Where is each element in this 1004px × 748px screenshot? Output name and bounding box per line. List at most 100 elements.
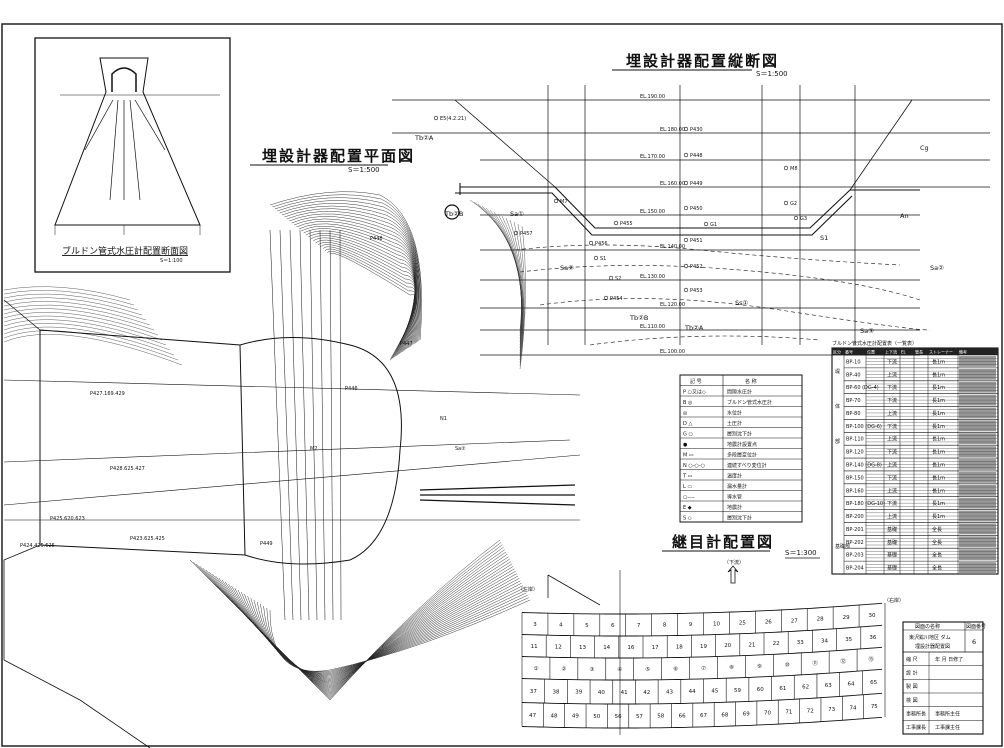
contour-line bbox=[3, 334, 183, 366]
instrument-marker-icon bbox=[783, 200, 789, 206]
joint-block-number: 63 bbox=[825, 683, 832, 689]
joint-block-number: 44 bbox=[689, 689, 696, 695]
table-cell-position: 上流 bbox=[887, 371, 897, 378]
table-cell-position: 上流 bbox=[887, 462, 897, 469]
table-group-label: 堤 bbox=[835, 368, 840, 375]
plan-label: P427.169.429 bbox=[90, 391, 125, 397]
stratum-label: Tb②A bbox=[414, 134, 434, 142]
contour-line bbox=[263, 594, 528, 673]
joint-block-number: 62 bbox=[802, 685, 809, 691]
joint-block-number: 57 bbox=[636, 714, 643, 720]
stratum-label: Tb②B bbox=[444, 210, 463, 218]
instrument-label: P449 bbox=[690, 181, 703, 187]
contour-line bbox=[3, 319, 167, 346]
legend-name: 導水管 bbox=[727, 494, 742, 501]
instrument-marker-icon bbox=[683, 205, 689, 211]
contour-line bbox=[225, 566, 514, 688]
title-name-label: 図面の名称 bbox=[915, 623, 940, 630]
table-caption: ブルドン管式水圧計配置表（一覧表） bbox=[832, 340, 917, 347]
downstream-label: （下流） bbox=[724, 559, 744, 566]
legend-symbol: N ○-○-○ bbox=[683, 463, 705, 469]
contour-line bbox=[489, 209, 523, 346]
contour-line bbox=[269, 191, 422, 341]
joint-block-number: 68 bbox=[721, 712, 728, 718]
contour-line bbox=[473, 201, 522, 334]
instrument-label: S1 bbox=[600, 256, 606, 262]
contour-line bbox=[509, 219, 524, 361]
contour-line bbox=[513, 221, 525, 364]
legend-symbol: D △ bbox=[683, 421, 692, 427]
legend-symbol: L ▭ bbox=[683, 484, 692, 490]
table-header-bar bbox=[832, 348, 998, 355]
joint-block-number: 59 bbox=[734, 688, 741, 694]
plan-label: Sa② bbox=[455, 446, 466, 452]
dam-axis-line bbox=[319, 229, 326, 621]
contour-line bbox=[3, 312, 159, 336]
contour-line bbox=[260, 592, 527, 674]
table-cell-remarks bbox=[959, 394, 996, 406]
legend-name: 層別沈下計 bbox=[727, 431, 752, 438]
contour-line bbox=[3, 326, 175, 356]
joint-block-number: 34 bbox=[821, 638, 828, 644]
dam-axis-line bbox=[339, 229, 342, 621]
joint-block-number: 30 bbox=[869, 613, 876, 619]
right-bank-label: （右岸） bbox=[884, 597, 904, 604]
instrument-marker-icon bbox=[608, 275, 614, 281]
joint-block-number: 37 bbox=[530, 689, 537, 695]
table-cell-position: 下流 bbox=[887, 397, 897, 404]
joint-block-number: 43 bbox=[666, 690, 673, 696]
table-cell-position: 基礎 bbox=[887, 552, 897, 559]
joint-block-number: ⑩ bbox=[785, 662, 790, 669]
instrument-marker-icon bbox=[783, 165, 789, 171]
title-row-label: 製 図 bbox=[906, 683, 918, 690]
joint-block-number: ② bbox=[561, 666, 566, 673]
table-cell-id: BP-10 bbox=[846, 359, 861, 365]
contour-line bbox=[3, 323, 171, 351]
joint-block-number: 56 bbox=[615, 714, 622, 720]
joint-block-number: 49 bbox=[572, 714, 579, 720]
measurement-line bbox=[3, 379, 581, 396]
elevation-label: EL.150.00 bbox=[640, 209, 665, 215]
table-cell-strainer: 全長 bbox=[932, 539, 942, 546]
title-row-value: 工事課主任 bbox=[935, 724, 960, 731]
instrument-marker-icon bbox=[683, 152, 689, 158]
legend-symbol: ◎ bbox=[683, 411, 688, 417]
stratum-label: An bbox=[900, 212, 909, 220]
table-cell-strainer: 長1m bbox=[932, 514, 945, 520]
contour-line bbox=[279, 203, 420, 344]
title-row-value: 年 月 日修了 bbox=[935, 656, 963, 663]
table-header: EL bbox=[901, 350, 907, 355]
joint-block-number: 16 bbox=[627, 645, 634, 651]
legend-symbol: B ◎ bbox=[683, 400, 693, 406]
north-arrow-icon bbox=[727, 565, 739, 584]
joint-block-number: 64 bbox=[847, 682, 854, 688]
joint-block-number: 3 bbox=[533, 622, 537, 628]
instrument-marker-icon bbox=[613, 220, 619, 226]
plan-label: M2 bbox=[310, 446, 318, 452]
title-row-label: 工事課長 bbox=[906, 724, 926, 731]
table-cell-id: BP-80 bbox=[846, 411, 861, 417]
plan-label: P449 bbox=[260, 541, 273, 547]
legend-header: 名 称 bbox=[745, 378, 757, 385]
joint-block-number: 71 bbox=[785, 710, 792, 716]
joint-block-number: 13 bbox=[579, 645, 586, 651]
contour-line bbox=[256, 590, 526, 676]
title-block-frame bbox=[902, 621, 984, 735]
elevation-label: EL.160.00 bbox=[660, 181, 685, 187]
table-cell-strainer: 長1m bbox=[932, 488, 945, 494]
legend-name: 層別沈下計 bbox=[727, 515, 752, 522]
table-cell-strainer: 全長 bbox=[932, 565, 942, 572]
instrument-label: P453 bbox=[690, 288, 703, 294]
joint-block-number: 14 bbox=[603, 645, 610, 651]
legend-table: 記 号名 称P ○又は◇間隙水圧計B ◎ブルドン管式水圧計◎水位計D △土圧計G… bbox=[679, 374, 803, 523]
legend-name: 間隙水圧計 bbox=[727, 389, 752, 396]
elevation-label: EL.170.00 bbox=[640, 154, 665, 160]
contour-line bbox=[247, 583, 522, 679]
instrument-marker-icon bbox=[553, 198, 559, 204]
sheet-border bbox=[1, 23, 1003, 747]
contour-line bbox=[519, 225, 526, 370]
table-cell-remarks bbox=[959, 497, 996, 509]
legend-name: 土圧計 bbox=[727, 420, 742, 427]
joint-block-number: 11 bbox=[531, 644, 538, 650]
